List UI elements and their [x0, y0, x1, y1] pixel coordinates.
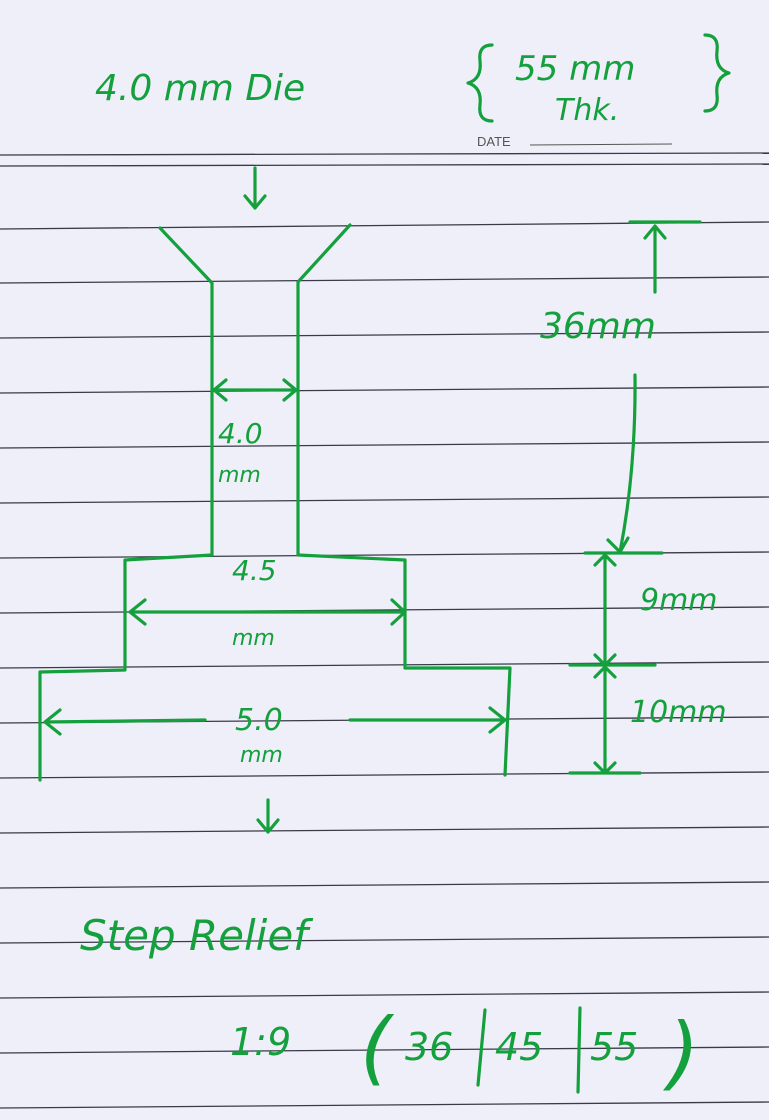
- date-label: DATE: [477, 134, 511, 149]
- thickness-label: Thk.: [555, 93, 619, 128]
- exit-arrow-icon: [256, 798, 280, 834]
- sequence-value-2: 45: [495, 1025, 543, 1069]
- sequence-divider: [476, 1008, 487, 1087]
- die-profile: [38, 166, 512, 834]
- step2-width-unit: mm: [240, 743, 283, 768]
- sequence-value-3: 55: [590, 1025, 638, 1069]
- sequence-open-paren: (: [360, 1001, 395, 1094]
- bore-width-arrow: [212, 378, 298, 402]
- thickness-value: 55 mm: [515, 49, 635, 89]
- step1-width-unit: mm: [232, 626, 275, 651]
- notes-title: Step Relief: [80, 911, 314, 960]
- bore-width-unit: mm: [218, 463, 261, 488]
- relief-ratio: 1:9: [230, 1020, 291, 1064]
- left-brace: [466, 43, 494, 123]
- step1-length: 9mm: [640, 583, 718, 618]
- step1-width-arrow: [128, 598, 407, 626]
- bore-width-value: 4.0: [218, 417, 263, 450]
- entry-arrow-icon: [243, 166, 267, 210]
- sequence-divider: [576, 1006, 582, 1094]
- length-dimensions: [568, 220, 702, 775]
- date-line: [529, 143, 673, 146]
- right-brace: [703, 33, 731, 113]
- sequence-value-1: 36: [405, 1025, 453, 1069]
- ruled-lines: [0, 152, 769, 1109]
- sequence-close-paren: ): [663, 1006, 699, 1099]
- step1-width-value: 4.5: [232, 554, 277, 587]
- step2-width-arrow: [43, 706, 507, 736]
- die-title: 4.0 mm Die: [95, 68, 305, 109]
- step2-length: 10mm: [630, 695, 727, 730]
- bore-length: 36mm: [540, 306, 656, 347]
- step2-width-value: 5.0: [235, 703, 283, 738]
